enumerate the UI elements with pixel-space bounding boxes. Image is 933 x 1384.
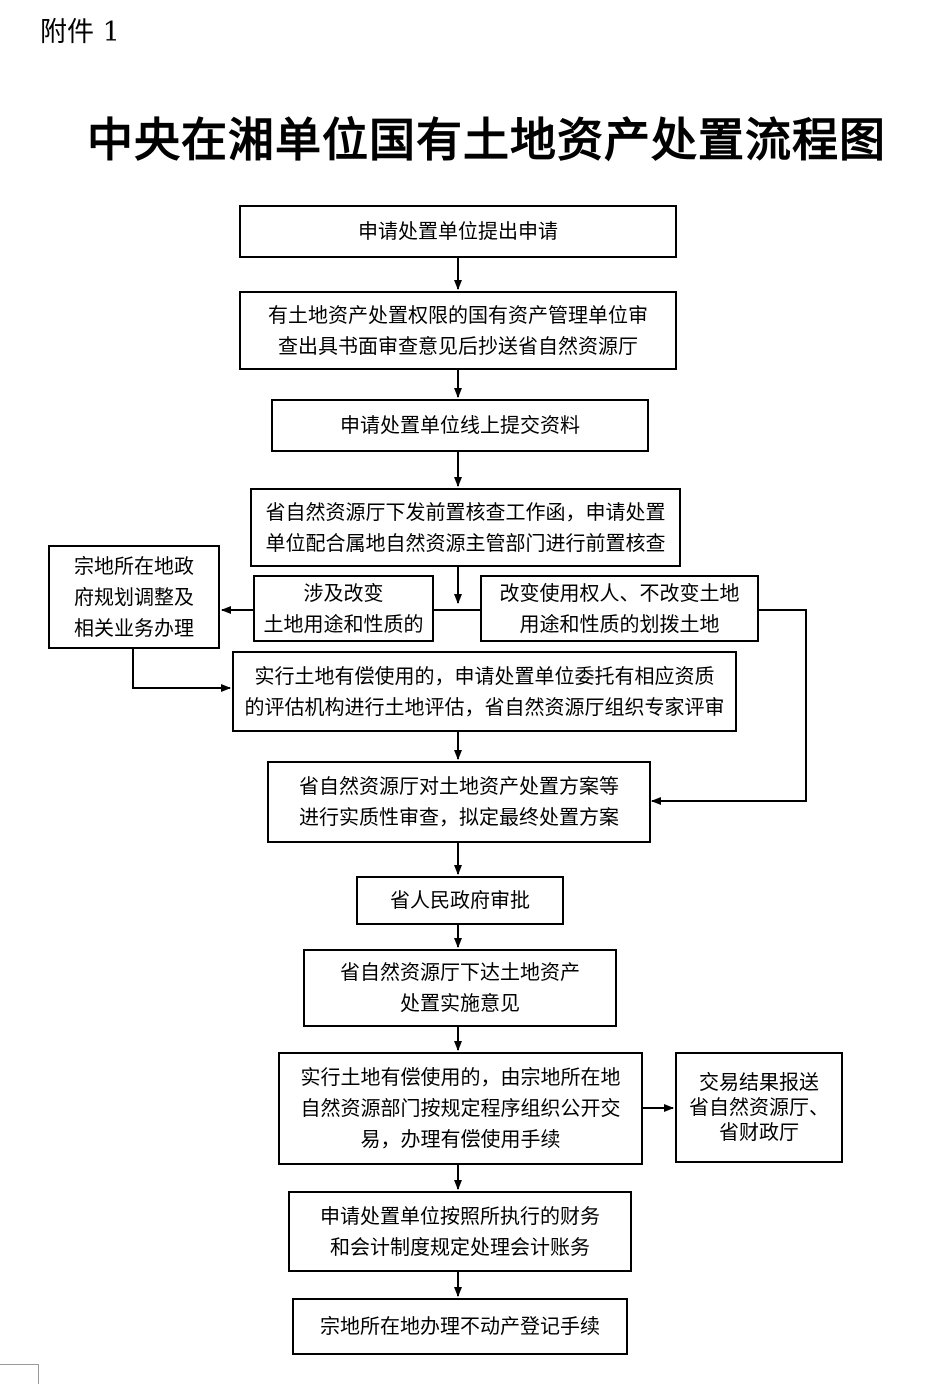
step-line: 省自然资源厅下发前置核查工作函，申请处置: [265, 499, 666, 524]
step-line: 有土地资产处置权限的国有资产管理单位审: [268, 302, 648, 327]
step-line: 申请处置单位提出申请: [358, 219, 558, 243]
page-corner-mark: [0, 1364, 39, 1384]
step-land-valuation: 实行土地有偿使用的，申请处置单位委托有相应资质 的评估机构进行土地评估，省自然资…: [232, 651, 737, 732]
step-line: 宗地所在地办理不动产登记手续: [320, 1314, 600, 1338]
step-line: 查出具书面审查意见后抄送省自然资源厅: [278, 333, 638, 358]
step-substantive-review: 省自然资源厅对土地资产处置方案等 进行实质性审查，拟定最终处置方案: [267, 761, 651, 843]
attachment-label: 附件 1: [40, 17, 120, 48]
branch-change-land-use: 涉及改变 土地用途和性质的: [253, 575, 434, 642]
step-line: 省自然资源厅下达土地资产: [340, 960, 580, 984]
step-line: 申请处置单位线上提交资料: [340, 413, 580, 437]
step-line: 省自然资源厅对土地资产处置方案等: [299, 774, 619, 798]
step-line: 省财政厅: [719, 1120, 799, 1144]
step-line: 宗地所在地政: [74, 553, 194, 578]
step-submit-application: 申请处置单位提出申请: [239, 205, 677, 258]
branch-change-right-holder: 改变使用权人、不改变土地 用途和性质的划拨土地: [480, 575, 759, 642]
step-property-registration: 宗地所在地办理不动产登记手续: [292, 1298, 628, 1355]
step-line: 实行土地有偿使用的，申请处置单位委托有相应资质: [254, 663, 715, 688]
step-line: 易，办理有偿使用手续: [360, 1127, 561, 1151]
step-line: 改变使用权人、不改变土地: [499, 580, 740, 605]
side-planning-adjustment: 宗地所在地政 府规划调整及 相关业务办理: [48, 545, 220, 649]
page-title: 中央在湘单位国有土地资产处置流程图: [87, 113, 886, 167]
step-line: 单位配合属地自然资源主管部门进行前置核查: [265, 530, 666, 555]
step-public-transaction: 实行土地有偿使用的，由宗地所在地 自然资源部门按规定程序组织公开交 易，办理有偿…: [278, 1052, 643, 1165]
step-line: 申请处置单位按照所执行的财务: [320, 1203, 600, 1228]
step-accounting: 申请处置单位按照所执行的财务 和会计制度规定处理会计账务: [288, 1191, 632, 1272]
step-line: 省人民政府审批: [390, 888, 530, 912]
step-implementation-opinion: 省自然资源厅下达土地资产 处置实施意见: [303, 949, 617, 1027]
step-line: 进行实质性审查，拟定最终处置方案: [299, 805, 619, 829]
side-report-results: 交易结果报送 省自然资源厅、 省财政厅: [675, 1052, 843, 1163]
step-asset-management-review: 有土地资产处置权限的国有资产管理单位审 查出具书面审查意见后抄送省自然资源厅: [239, 291, 677, 370]
step-line: 涉及改变: [303, 580, 384, 605]
step-line: 和会计制度规定处理会计账务: [330, 1234, 590, 1259]
step-line: 府规划调整及: [74, 584, 194, 609]
step-line: 的评估机构进行土地评估，省自然资源厅组织专家评审: [244, 694, 725, 719]
step-line: 实行土地有偿使用的，由宗地所在地: [300, 1065, 621, 1089]
step-line: 处置实施意见: [400, 991, 520, 1015]
step-line: 土地用途和性质的: [263, 611, 424, 636]
step-preliminary-check: 省自然资源厅下发前置核查工作函，申请处置 单位配合属地自然资源主管部门进行前置核…: [250, 488, 681, 567]
step-line: 交易结果报送: [699, 1070, 819, 1094]
step-provincial-approval: 省人民政府审批: [356, 876, 564, 925]
step-line: 用途和性质的划拨土地: [519, 611, 720, 636]
arrow-branch-right-s6: [651, 609, 807, 805]
step-line: 自然资源部门按规定程序组织公开交: [300, 1096, 621, 1120]
step-line: 相关业务办理: [74, 615, 194, 640]
step-online-submission: 申请处置单位线上提交资料: [271, 399, 649, 452]
arrow-side-left-s5: [132, 648, 231, 692]
step-line: 省自然资源厅、: [689, 1095, 829, 1119]
